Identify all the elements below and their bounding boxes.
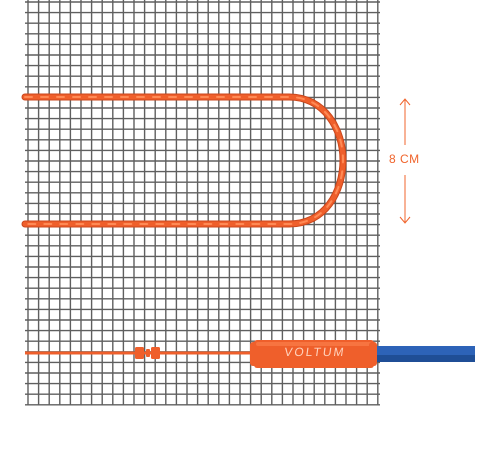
heating-cable-loop	[21, 93, 347, 228]
double-arrow-vertical-icon	[399, 98, 411, 224]
spacing-label: 8 CM	[389, 152, 420, 166]
supply-lead	[25, 347, 256, 359]
cable-coupling-icon	[135, 347, 160, 359]
power-cable	[372, 346, 475, 362]
heating-cable-twist-texture	[24, 96, 345, 225]
fiberglass-mesh	[25, 0, 380, 406]
dimension-marker	[399, 98, 411, 224]
connection-sleeve	[250, 340, 377, 368]
brand-label: VOLTUM	[283, 345, 347, 359]
